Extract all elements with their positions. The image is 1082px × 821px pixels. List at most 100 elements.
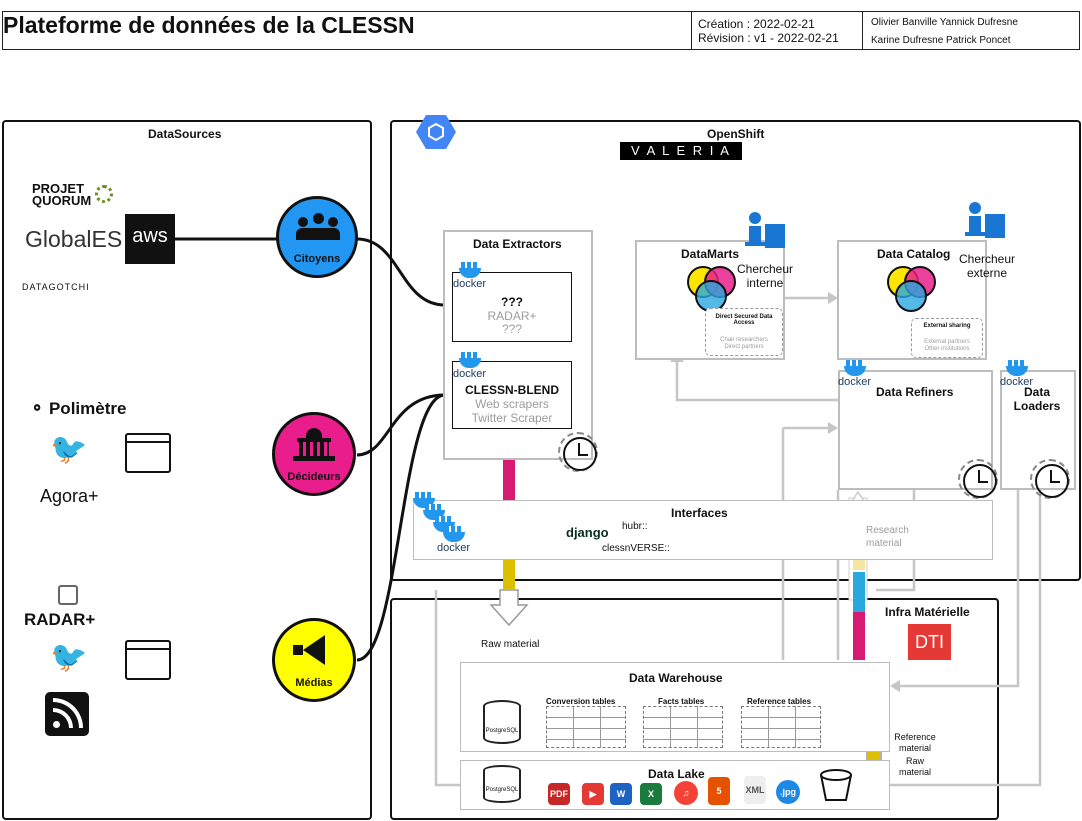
datagotchi-logo: DATAGOTCHI [22, 282, 90, 292]
twitter-icon: 🐦 [50, 433, 88, 466]
external-sharing-line1: External partners [924, 339, 970, 345]
chercheur-interne-label: Chercheur interne [736, 262, 794, 290]
megaphone-icon [293, 633, 335, 667]
agora-logo: Agora+ [40, 486, 99, 506]
direct-access-line2: Direct partners [724, 344, 764, 350]
django-logo: django [566, 525, 609, 540]
reference-tables-label: Reference tables [747, 697, 812, 706]
globales-logo: GlobalES [25, 226, 123, 252]
radar-logo: RADAR+ [24, 610, 96, 629]
word-icon: W [610, 783, 632, 805]
data-extractors-title: Data Extractors [473, 237, 562, 251]
facts-tables-label: Facts tables [658, 697, 705, 706]
decideurs-label: Décideurs [287, 471, 341, 483]
authors-line-1: Olivier Banville Yannick Dufresne [871, 17, 1018, 28]
citoyens-label: Citoyens [293, 253, 341, 265]
projet-quorum-logo: PROJET QUORUM [32, 181, 91, 207]
external-sharing-title: External sharing [923, 323, 971, 329]
external-sharing-box [911, 318, 983, 358]
docker-icon: docker [838, 360, 871, 388]
citizens-icon [296, 213, 340, 241]
data-catalog-title: Data Catalog [877, 247, 951, 261]
conversion-table-icon [546, 706, 626, 748]
data-refiners-box [838, 370, 993, 490]
hubr-label: hubr:: [622, 521, 648, 532]
researcher-icon [745, 212, 785, 248]
datamarts-title: DataMarts [681, 247, 740, 261]
web-scraper-icon-2 [125, 640, 171, 680]
external-sharing-line2: Other institutions [924, 346, 970, 352]
extractor-2-line2: Twitter Scraper [471, 411, 553, 425]
interfaces-box [413, 500, 993, 560]
gcp-hexagon-icon [416, 115, 456, 149]
excel-icon: X [640, 783, 662, 805]
title-cell: Plateforme de données de la CLESSN [2, 11, 692, 50]
polimetre-logo: ⚬ Polimètre [30, 399, 127, 418]
diagram-title: Plateforme de données de la CLESSN [3, 12, 415, 38]
raw-material-label-2: Raw material [898, 756, 931, 777]
data-loaders-title: Data Loaders [1013, 385, 1061, 413]
pdf-icon: PDF [548, 783, 570, 805]
radar-robot-icon [58, 585, 78, 605]
twitter-icon-2: 🐦 [50, 641, 88, 674]
docker-icon: docker [453, 352, 486, 380]
data-lake-box [460, 760, 890, 810]
reference-material-label: Reference material [894, 732, 936, 753]
direct-access-title: Direct Secured Data Access [715, 314, 773, 326]
dates-cell: Création : 2022-02-21 Révision : v1 - 20… [691, 11, 863, 50]
openshift-title: OpenShift [707, 127, 765, 141]
direct-access-box [705, 308, 783, 356]
parliament-icon [293, 428, 335, 462]
extractor-1-line1: RADAR+ [487, 309, 537, 323]
bucket-icon [820, 769, 852, 801]
quorum-icon [95, 185, 113, 203]
docker-icon: docker [437, 526, 470, 554]
postgresql-db-icon: PostgreSQL [483, 765, 521, 803]
html5-icon: 5 [708, 777, 730, 805]
docker-icon [407, 492, 435, 508]
direct-access-line1: Chair researchers [720, 337, 768, 343]
extractor-1-line2: ??? [501, 322, 523, 336]
jpg-icon: .jpg [776, 780, 800, 804]
data-lake-title: Data Lake [648, 767, 705, 781]
xml-icon: XML [744, 776, 766, 804]
facts-table-icon [643, 706, 723, 748]
extractor-box-1 [452, 272, 572, 342]
raw-material-label: Raw material [481, 639, 540, 650]
projet-label: PROJET [32, 181, 85, 196]
scheduler-clock-icon [1030, 459, 1070, 499]
reference-table-icon [741, 706, 821, 748]
decideurs-circle: Décideurs [272, 412, 356, 496]
data-refiners-title: Data Refiners [876, 385, 954, 399]
extractor-box-2 [452, 361, 572, 429]
venn-diagram-icon [887, 266, 936, 312]
extractor-1-title: ??? [501, 295, 523, 309]
valeria-logo: V A L E R I A [620, 142, 742, 160]
creation-date: Création : 2022-02-21 [698, 17, 815, 31]
youtube-icon: ▶ [582, 783, 604, 805]
music-icon: ♫ [674, 781, 698, 805]
datasources-title: DataSources [148, 127, 222, 141]
venn-diagram-icon [687, 266, 736, 312]
authors-cell: Olivier Banville Yannick Dufresne Karine… [862, 11, 1080, 50]
extractor-2-line1: Web scrapers [475, 397, 549, 411]
research-material-label: Research material [866, 525, 909, 549]
scheduler-clock-icon [558, 432, 598, 472]
docker-icon [427, 516, 455, 532]
chercheur-externe-label: Chercheur externe [958, 252, 1016, 280]
extractor-2-title: CLESSN-BLEND [464, 383, 559, 397]
interfaces-title: Interfaces [671, 506, 728, 520]
researcher-icon [965, 202, 1005, 238]
conversion-tables-label: Conversion tables [546, 697, 616, 706]
medias-label: Médias [295, 677, 333, 689]
aws-logo: aws [125, 214, 175, 264]
scheduler-clock-icon [958, 459, 998, 499]
polimetre-label: Polimètre [48, 399, 127, 418]
authors-line-2: Karine Dufresne Patrick Poncet [871, 35, 1011, 46]
infra-title: Infra Matérielle [885, 605, 970, 619]
rss-icon [45, 692, 89, 736]
docker-icon: docker [453, 262, 486, 290]
docker-icon [417, 504, 445, 520]
revision-date: Révision : v1 - 2022-02-21 [698, 31, 839, 45]
data-warehouse-title: Data Warehouse [629, 671, 723, 685]
